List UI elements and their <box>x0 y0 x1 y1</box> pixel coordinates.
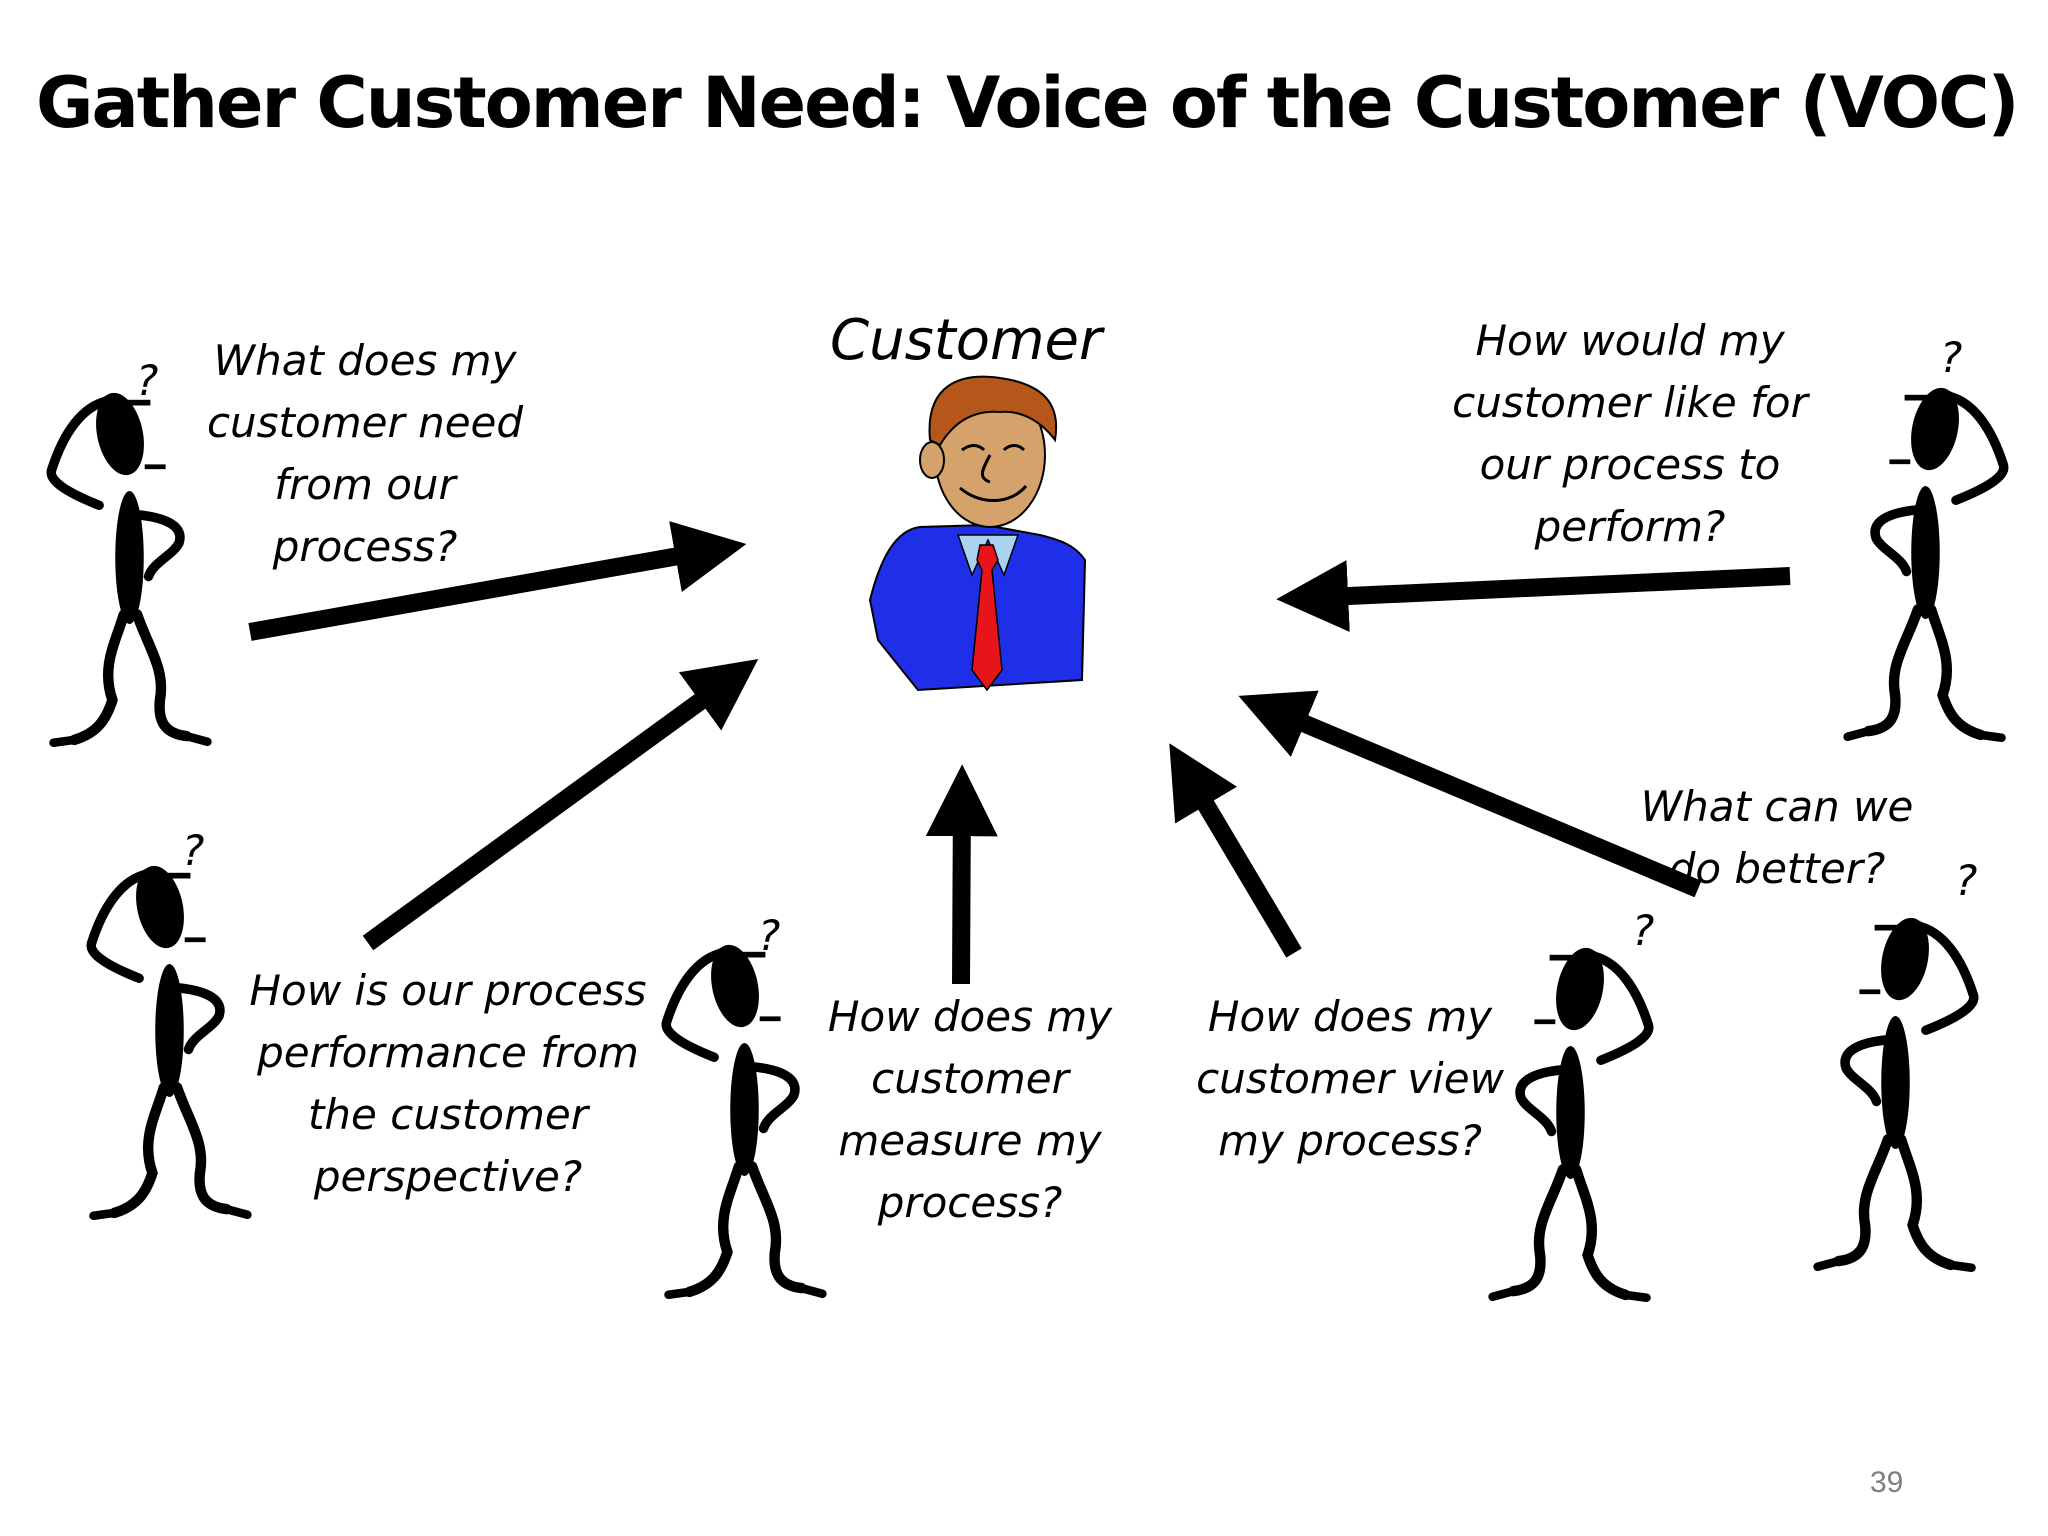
question-mark: ? <box>1955 856 1977 905</box>
thinking-person-icon <box>666 940 822 1294</box>
question-view: How does my customer view my process? <box>1196 992 1504 1165</box>
thinking-person-icon <box>91 861 247 1215</box>
slide-title: Gather Customer Need: Voice of the Custo… <box>36 62 2019 144</box>
question-like-perform: How would my customer like for our proce… <box>1452 316 1808 551</box>
arrow-measure <box>925 764 998 985</box>
question-mark: ? <box>182 826 204 875</box>
customer-label: Customer <box>829 308 1102 373</box>
arrow-need <box>248 521 747 641</box>
arrow-view <box>1169 743 1302 958</box>
thinking-person-icon <box>51 388 207 742</box>
question-mark: ? <box>1632 906 1654 955</box>
arrow-better <box>1238 690 1702 898</box>
arrow-like-perform <box>1276 560 1791 633</box>
thinking-person-icon <box>1848 383 2004 737</box>
question-mark: ? <box>758 911 780 960</box>
question-performance: How is our process performance from the … <box>249 966 647 1201</box>
question-mark: ? <box>136 356 158 405</box>
page-number: 39 <box>1870 1466 1904 1499</box>
question-better: What can we do better? <box>1640 782 1914 893</box>
question-mark: ? <box>1940 333 1962 382</box>
businessman-icon <box>868 375 1087 692</box>
arrow-performance <box>362 659 759 951</box>
thinking-person-icon <box>1818 913 1974 1267</box>
question-need: What does my customer need from our proc… <box>206 336 524 571</box>
question-measure: How does my customer measure my process? <box>827 992 1113 1227</box>
